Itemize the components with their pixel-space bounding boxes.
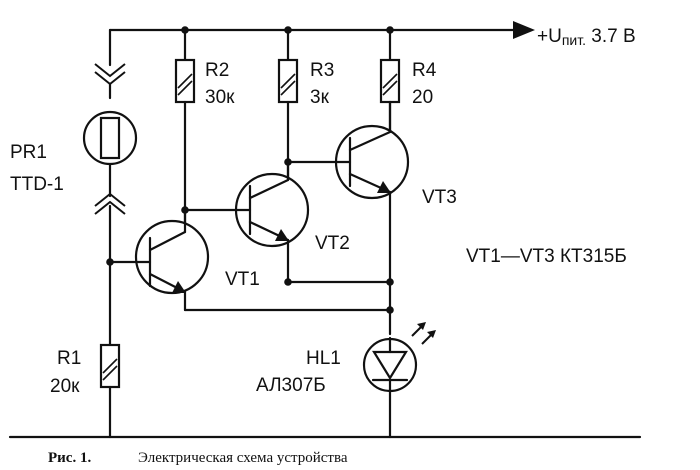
pr1-type: TTD-1 xyxy=(10,174,64,195)
r1-ref: R1 xyxy=(57,348,81,369)
r4-ref: R4 xyxy=(412,60,437,81)
pr1-sensor xyxy=(82,63,138,266)
caption-label: Рис. 1. xyxy=(48,450,91,466)
vt3-label: VT3 xyxy=(422,187,457,208)
vt2-label: VT2 xyxy=(315,233,350,254)
light-rays-icon xyxy=(411,322,436,345)
r1-resistor xyxy=(99,260,121,439)
hl1-led xyxy=(362,322,436,439)
hl1-type: АЛ307Б xyxy=(256,375,326,396)
r3-value: 3к xyxy=(310,87,330,108)
r2-resistor xyxy=(174,58,196,240)
r2-ref: R2 xyxy=(205,60,229,81)
r3-ref: R3 xyxy=(310,60,334,81)
supply-label: +Uпит. 3.7 В xyxy=(537,26,636,48)
vt1-transistor xyxy=(108,208,210,312)
r1-value: 20к xyxy=(50,376,80,397)
emitter-bus xyxy=(183,280,392,312)
supply-rail xyxy=(108,21,535,67)
hl1-ref: HL1 xyxy=(306,348,341,369)
pr1-ref: PR1 xyxy=(10,142,47,163)
vt1-label: VT1 xyxy=(225,269,260,290)
vt3-transistor xyxy=(286,100,410,336)
transistor-note: VT1—VT3 КТ315Б xyxy=(466,246,627,267)
r2-value: 30к xyxy=(205,87,235,108)
vt2-transistor xyxy=(183,160,310,286)
caption-text: Электрическая схема устройства xyxy=(138,450,348,466)
r4-value: 20 xyxy=(412,87,433,108)
